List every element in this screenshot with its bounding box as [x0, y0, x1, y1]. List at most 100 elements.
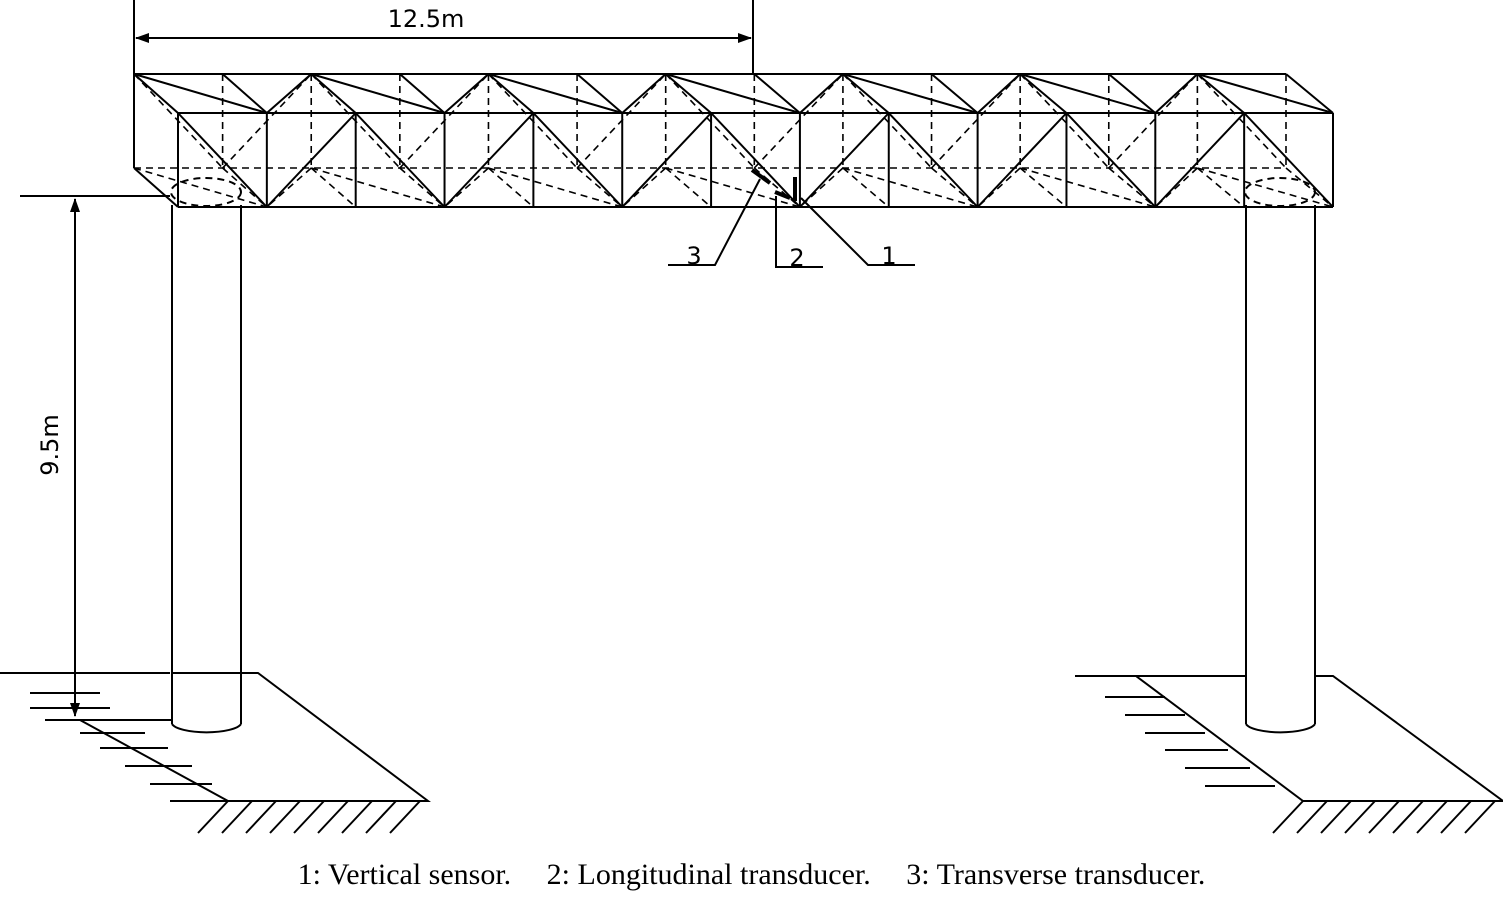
bottom-diagonal [488, 167, 623, 208]
right-column-top-ellipse [1244, 177, 1316, 207]
bottom-diagonal [977, 167, 1021, 208]
bottom-transverse [931, 167, 979, 208]
bottom-transverse [1019, 167, 1067, 208]
top-diagonal [266, 73, 312, 114]
back-diagonal [399, 73, 490, 169]
top-transverse [221, 73, 268, 114]
caption-item-3: 3: Transverse transducer. [906, 858, 1206, 891]
left-ground-hatch [30, 692, 421, 834]
callout-label-2: 2 [789, 244, 804, 272]
top-transverse [399, 73, 446, 114]
back-diagonal [576, 73, 667, 169]
top-diagonal [133, 73, 268, 114]
height-dimension [0, 195, 170, 717]
callout-leader-3 [668, 178, 761, 266]
bottom-diagonal [133, 167, 268, 208]
bottom-transverse [1196, 167, 1245, 208]
top-transverse [487, 73, 535, 114]
top-transverse [576, 73, 623, 114]
bottom-transverse [576, 167, 623, 208]
bottom-transverse [753, 167, 801, 208]
top-transverse [753, 73, 801, 114]
top-transverse [665, 73, 712, 114]
bottom-diagonal [1019, 167, 1156, 208]
longitudinal-transducer [774, 190, 791, 200]
top-transverse [1196, 73, 1245, 114]
span-dimension [133, 0, 754, 75]
truss-hidden-members [133, 73, 1334, 208]
bottom-transverse [665, 167, 712, 208]
callout-label-1: 1 [881, 242, 896, 270]
bottom-diagonal [1197, 167, 1334, 208]
top-transverse [842, 73, 890, 114]
top-diagonal [621, 73, 667, 114]
top-transverse [930, 73, 979, 114]
bottom-diagonal [621, 167, 667, 208]
bottom-transverse [1108, 167, 1156, 208]
top-transverse [310, 73, 357, 114]
truss-box [133, 73, 1334, 208]
front-diagonal [1065, 112, 1157, 208]
bottom-transverse [842, 167, 890, 208]
top-diagonal [488, 73, 623, 114]
transverse-transducer [750, 168, 772, 185]
top-diagonal [310, 73, 445, 114]
bottom-transverse [487, 167, 534, 208]
top-diagonal [976, 73, 1021, 114]
back-diagonal [665, 73, 755, 169]
top-diagonal [799, 73, 844, 114]
back-diagonal [1019, 73, 1110, 169]
back-diagonal [133, 73, 224, 169]
bottom-diagonal [799, 167, 844, 208]
back-diagonal [930, 73, 1021, 169]
callout-leader-2 [775, 196, 823, 268]
height-dimension-label: 9.5m [36, 414, 64, 476]
top-diagonal [1019, 73, 1156, 114]
bottom-transverse [399, 167, 446, 208]
bottom-diagonal [311, 167, 445, 208]
back-diagonal [310, 73, 401, 169]
top-transverse [1108, 73, 1156, 114]
bottom-diagonal [842, 167, 978, 208]
right-ground-hatch [1105, 696, 1496, 834]
bottom-transverse [222, 167, 268, 208]
back-diagonal [1108, 73, 1198, 169]
sensor-group [750, 168, 797, 201]
top-transverse [1019, 73, 1068, 114]
left-foundation [30, 672, 431, 834]
left-column [170, 177, 242, 734]
back-diagonal [753, 73, 844, 169]
caption-item-2: 2: Longitudinal transducer. [546, 858, 871, 891]
back-diagonal [1196, 73, 1287, 169]
back-diagonal [487, 73, 578, 169]
bottom-diagonal [1154, 167, 1198, 208]
truss-front-members [133, 73, 1334, 208]
bottom-diagonal [266, 167, 312, 208]
top-diagonal [1197, 73, 1334, 114]
back-diagonal [222, 73, 312, 169]
top-diagonal [1154, 73, 1199, 114]
back-diagonal [842, 73, 933, 169]
left-column-top-ellipse [170, 177, 242, 207]
top-diagonal [842, 73, 978, 114]
front-diagonal [888, 112, 979, 208]
callout-leaders [668, 178, 915, 268]
front-diagonal [976, 112, 1068, 208]
right-column [1244, 177, 1316, 734]
front-diagonal [621, 112, 712, 208]
front-diagonal [1154, 112, 1245, 208]
front-diagonal [710, 112, 801, 208]
callout-label-3: 3 [686, 242, 701, 270]
bottom-transverse [1285, 167, 1334, 208]
front-diagonal [1243, 112, 1334, 208]
callout-leader-1 [800, 197, 915, 266]
right-foundation [1075, 675, 1503, 834]
span-dimension-label: 12.5m [388, 5, 465, 33]
figure-caption: 1: Vertical sensor. 2: Longitudinal tran… [0, 858, 1503, 892]
top-diagonal [443, 73, 490, 114]
front-diagonal [799, 112, 890, 208]
bottom-diagonal [665, 167, 801, 208]
caption-item-1: 1: Vertical sensor. [297, 858, 512, 891]
top-diagonal [665, 73, 801, 114]
